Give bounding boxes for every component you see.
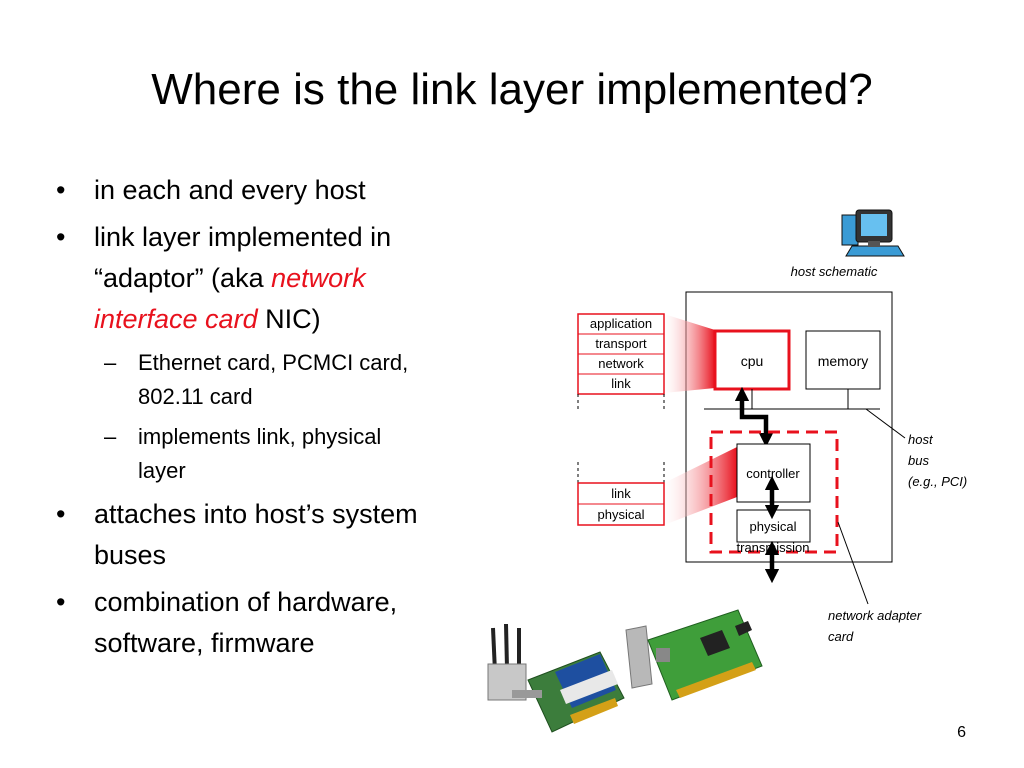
cpu-controller-arrow bbox=[734, 386, 774, 448]
adapter-label: network adapter bbox=[828, 608, 922, 623]
desktop-computer-icon bbox=[841, 209, 905, 257]
bullet-text: software, firmware bbox=[94, 628, 315, 658]
cpu-stack-connector bbox=[664, 314, 715, 393]
bullet-item: • combination of hardware, software, fir… bbox=[52, 582, 492, 664]
stack-layer-label: physical bbox=[598, 507, 645, 522]
wireless-network-card-image bbox=[487, 623, 625, 733]
bullet-text: in each and every host bbox=[94, 175, 366, 205]
stack-layer-label: network bbox=[598, 356, 644, 371]
adapter-label: card bbox=[828, 629, 854, 644]
bullet-text: attaches into host’s system bbox=[94, 499, 418, 529]
sub-bullet-item: – implements link, physical layer bbox=[52, 420, 492, 488]
memory-label: memory bbox=[818, 353, 869, 369]
dash-glyph: – bbox=[104, 424, 117, 449]
cpu-box bbox=[713, 329, 791, 391]
stack-layer-label: transport bbox=[595, 336, 647, 351]
protocol-stack-bottom: link physical bbox=[577, 462, 665, 526]
stack-layer-label: link bbox=[611, 486, 631, 501]
bullet-glyph: • bbox=[56, 175, 66, 205]
sub-bullet-text: Ethernet card, PCMCI card, bbox=[138, 350, 409, 375]
stack-layer-label: link bbox=[611, 376, 631, 391]
highlight-text: network bbox=[271, 263, 366, 293]
host-schematic-label: host schematic bbox=[791, 264, 878, 279]
bullet-glyph: • bbox=[56, 499, 66, 529]
sub-bullet-text: layer bbox=[138, 458, 186, 483]
bullet-item: • attaches into host’s system buses bbox=[52, 494, 492, 576]
bullet-text: combination of hardware, bbox=[94, 587, 398, 617]
host-bus-label: bus bbox=[908, 453, 929, 468]
bullet-item: • link layer implemented in “adaptor” (a… bbox=[52, 217, 492, 340]
slide-title: Where is the link layer implemented? bbox=[151, 65, 873, 114]
bullet-text: NIC) bbox=[265, 304, 321, 334]
dash-glyph: – bbox=[104, 350, 117, 375]
bullet-glyph: • bbox=[56, 587, 66, 617]
sub-bullet-text: implements link, physical bbox=[138, 424, 382, 449]
host-bus-label: (e.g., PCI) bbox=[908, 474, 967, 489]
cpu-label: cpu bbox=[741, 353, 764, 369]
bullet-text: link layer implemented in bbox=[94, 222, 392, 252]
protocol-stack-top: application transport network link bbox=[577, 313, 665, 410]
ethernet-network-card-image bbox=[625, 609, 763, 701]
stack-layer-label: application bbox=[590, 316, 652, 331]
physical-label: physical bbox=[750, 519, 797, 534]
controller-label: controller bbox=[746, 466, 800, 481]
sub-bullet-text: 802.11 card bbox=[138, 384, 253, 409]
adapter-pointer-line bbox=[837, 521, 869, 605]
sub-bullet-item: – Ethernet card, PCMCI card, 802.11 card bbox=[52, 346, 492, 414]
bullet-text: buses bbox=[94, 540, 167, 570]
bullet-item: • in each and every host bbox=[52, 170, 492, 211]
bullet-glyph: • bbox=[56, 222, 66, 252]
page-number: 6 bbox=[957, 724, 966, 741]
adapter-stack-connector bbox=[664, 447, 737, 525]
highlight-text: interface card bbox=[94, 304, 258, 334]
bullet-list: • in each and every host • link layer im… bbox=[52, 170, 492, 670]
memory-box bbox=[805, 330, 881, 390]
host-bus-label: host bbox=[908, 432, 934, 447]
bullet-text: “adaptor” (aka bbox=[94, 263, 264, 293]
